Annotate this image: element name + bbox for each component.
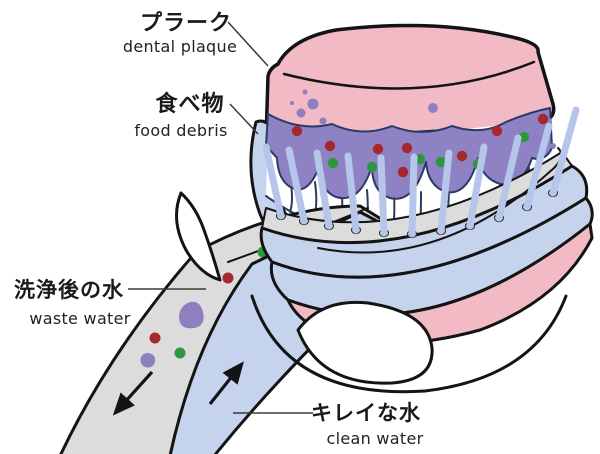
- plaque-label-en: dental plaque: [123, 37, 237, 56]
- food-debris-leader-line: [229, 103, 259, 135]
- gum-crease-line: [282, 60, 536, 90]
- gumline-debris-dots: [291, 113, 549, 178]
- clean-water-label-jp: キレイな水: [311, 401, 421, 425]
- plaque-layer: [265, 89, 556, 200]
- lip-fold: [296, 300, 434, 385]
- plaque-leader-line: [227, 21, 269, 67]
- waste-purple-blob-small: [140, 353, 156, 368]
- waste-water-label-jp: 洗浄後の水: [14, 278, 124, 302]
- face-outlines: [175, 191, 568, 394]
- green-debris-dots: [327, 131, 530, 173]
- labels: プラーク dental plaque 食べ物 food debris 洗浄後の水…: [14, 11, 423, 448]
- plaque-satellite-blobs: [290, 89, 556, 149]
- mouth-corner: [175, 191, 222, 282]
- clean-water-label-en: clean water: [326, 429, 423, 448]
- food-debris-label-en: food debris: [134, 121, 227, 140]
- plaque-band: [265, 107, 553, 200]
- leader-lines: [128, 21, 313, 414]
- chin-line: [250, 294, 568, 394]
- waste-flow-arrow: [112, 370, 154, 416]
- red-debris-dots: [291, 113, 549, 178]
- food-debris-label-jp: 食べ物: [155, 91, 224, 117]
- water-jets: [262, 106, 580, 239]
- plaque-label-jp: プラーク: [140, 11, 232, 36]
- waste-purple-blob-large: [179, 301, 204, 329]
- clean-flow-arrow: [208, 361, 244, 405]
- jet-streams: [262, 106, 580, 238]
- waste-water-label-en: waste water: [29, 309, 130, 328]
